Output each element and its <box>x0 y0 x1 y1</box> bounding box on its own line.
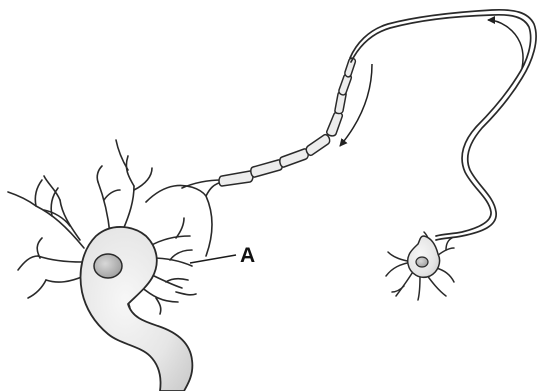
large-neuron <box>8 140 196 391</box>
large-neuron-cell-body <box>81 227 193 391</box>
large-neuron-nucleus <box>94 254 122 278</box>
myelin-sheath <box>219 58 355 186</box>
label-a-leader-line <box>190 255 236 263</box>
small-neuron-nucleus <box>416 257 428 267</box>
small-neuron <box>386 232 454 300</box>
label-a-text: A <box>240 244 255 267</box>
signal-arrow-upper-right <box>488 20 523 68</box>
myelinated-axon <box>146 10 536 256</box>
label-a: A <box>190 244 255 267</box>
